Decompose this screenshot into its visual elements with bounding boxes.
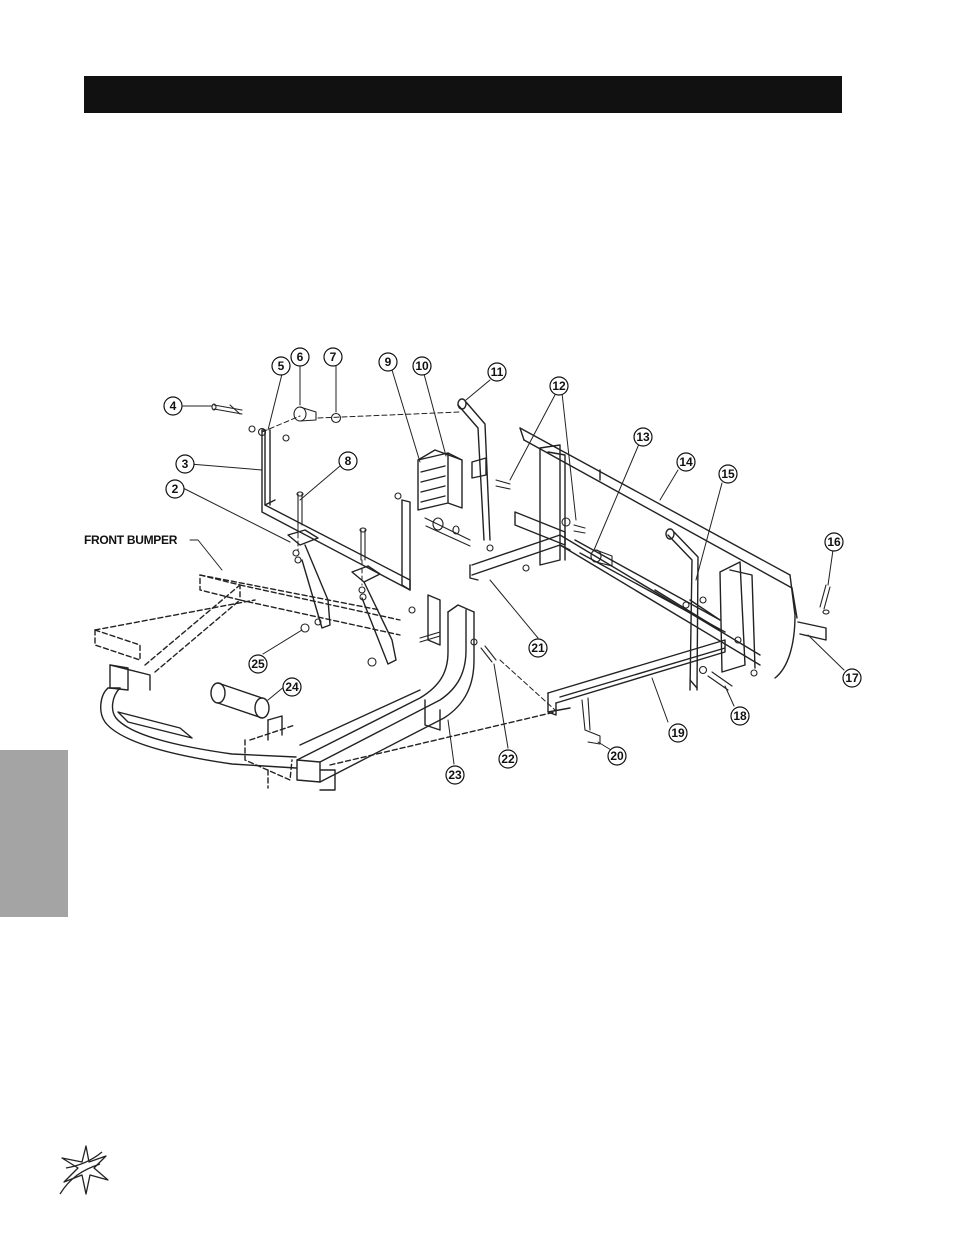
star-swoosh-logo-icon xyxy=(59,1145,109,1195)
callout-label-3: 3 xyxy=(182,457,189,471)
callout-label-18: 18 xyxy=(733,709,747,723)
callout-label-14: 14 xyxy=(679,455,693,469)
hardware xyxy=(211,403,831,745)
lift-arm xyxy=(457,398,491,541)
side-tab xyxy=(0,750,68,917)
callout-label-17: 17 xyxy=(845,671,859,685)
callout-label-5: 5 xyxy=(278,359,285,373)
callout-label-25: 25 xyxy=(251,657,265,671)
callout-circle-19 xyxy=(668,723,688,743)
callout-circle-8 xyxy=(338,451,358,471)
callout-circle-4 xyxy=(163,396,183,416)
callout-label-13: 13 xyxy=(636,430,650,444)
callout-label-16: 16 xyxy=(827,535,841,549)
callout-label-10: 10 xyxy=(415,359,429,373)
blade xyxy=(519,427,798,679)
upper-bracket xyxy=(261,429,411,591)
callout-label-20: 20 xyxy=(610,749,624,763)
callout-label-24: 24 xyxy=(285,680,299,694)
callout-label-15: 15 xyxy=(721,467,735,481)
callout-circle-6 xyxy=(290,347,310,367)
callout-label-7: 7 xyxy=(330,350,337,364)
callout-label-22: 22 xyxy=(501,752,515,766)
main-curved-frame xyxy=(267,604,475,791)
blade-cutting-edge xyxy=(797,621,827,641)
callout-circle-13 xyxy=(633,427,653,447)
alignment-lines xyxy=(261,411,556,711)
callout-label-6: 6 xyxy=(297,350,304,364)
leader-lines xyxy=(182,364,845,765)
callout-circle-18 xyxy=(730,706,750,726)
callout-circle-16 xyxy=(824,532,844,552)
callout-circle-24 xyxy=(282,677,302,697)
callout-label-23: 23 xyxy=(448,768,462,782)
callout-circle-12 xyxy=(549,376,569,396)
callout-circle-2 xyxy=(165,479,185,499)
callout-circle-23 xyxy=(445,765,465,785)
front-bumper-label: FRONT BUMPER xyxy=(84,533,178,547)
callout-circle-7 xyxy=(323,347,343,367)
callout-label-11: 11 xyxy=(491,365,504,379)
callout-circle-3 xyxy=(175,454,195,474)
front-bumper-frame xyxy=(94,574,556,789)
push-rod xyxy=(665,528,699,691)
callout-label-9: 9 xyxy=(385,355,392,369)
roller xyxy=(210,682,270,719)
callout-label-2: 2 xyxy=(172,482,179,496)
callout-circle-25 xyxy=(248,654,268,674)
callout-label-4: 4 xyxy=(170,399,177,413)
callout-circle-10 xyxy=(412,356,432,376)
callout-circle-5 xyxy=(271,356,291,376)
lower-push-frame xyxy=(547,639,726,716)
callout-circle-21 xyxy=(528,638,548,658)
mount-plates xyxy=(287,529,397,665)
callout-circle-17 xyxy=(842,668,862,688)
callout-circle-14 xyxy=(676,452,696,472)
callout-circle-20 xyxy=(607,746,627,766)
blade-frame-rails xyxy=(469,534,761,666)
handle-column xyxy=(401,449,463,646)
callout-circle-22 xyxy=(498,749,518,769)
blade-brackets xyxy=(514,444,756,673)
header-bar xyxy=(84,76,842,113)
callout-circle-9 xyxy=(378,352,398,372)
bumper-loop xyxy=(100,664,297,769)
callout-label-21: 21 xyxy=(531,641,545,655)
callout-circle-11 xyxy=(487,362,507,382)
callout-label-12: 12 xyxy=(552,379,566,393)
callout-circle-15 xyxy=(718,464,738,484)
callout-label-8: 8 xyxy=(345,454,352,468)
callout-label-19: 19 xyxy=(671,726,685,740)
